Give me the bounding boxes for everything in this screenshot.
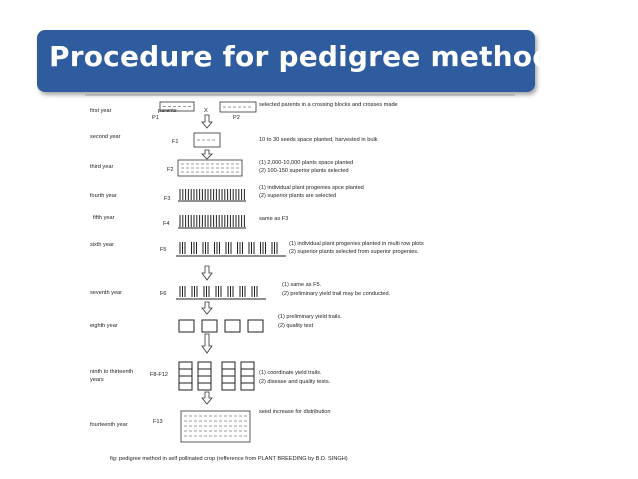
down-arrow-icon: [201, 114, 213, 129]
f1-box: [193, 132, 221, 148]
note-1: selected parents in a crossing blocks an…: [259, 102, 398, 108]
note-8b: (2) quality test: [278, 323, 314, 329]
figure-caption: fig: pedigree method in self pollinated …: [110, 456, 348, 462]
year-label-2: second year: [90, 134, 121, 140]
slide-title: Procedure for pedigree method: [49, 40, 553, 73]
gen-f1: F1: [172, 139, 179, 145]
note-5: same as F3: [259, 216, 288, 222]
year-label-9b: years: [90, 377, 104, 383]
year-label-8: eighth year: [90, 323, 118, 329]
gen-f2: F2: [167, 167, 174, 173]
year-label-10: fourteenth year: [90, 422, 128, 428]
note-10: seed increase for distribution: [259, 409, 331, 415]
down-arrow-icon: [201, 301, 213, 315]
gen-f13: F13: [153, 419, 163, 425]
arrow-icons: [201, 114, 213, 405]
year-label-6: sixth year: [90, 242, 114, 248]
p1-label: P1: [152, 115, 159, 121]
year-label-4: fourth year: [90, 193, 117, 199]
note-7a: (1) same as F5.: [282, 282, 322, 288]
slide-title-bar: Procedure for pedigree method: [37, 30, 552, 92]
f2-box: [177, 159, 243, 177]
cross-symbol: X: [204, 108, 208, 114]
year-label-3: third year: [90, 164, 113, 170]
seed-increase-box: [180, 410, 251, 443]
parent-box-p1: [159, 101, 195, 112]
gen-f5: F5: [160, 247, 167, 253]
year-label-9: ninth to thirteenth: [90, 369, 133, 375]
note-2: 10 to 30 seeds space planted, harvested …: [259, 137, 378, 143]
year-label-1: first year: [90, 108, 112, 114]
parent-box-p2: [219, 101, 257, 113]
coordinated-trial-plots: [178, 361, 255, 391]
gen-f4: F4: [163, 221, 170, 227]
year-label-5: fifth year: [93, 215, 115, 221]
note-4a: (1) individual plant progenies spce plan…: [259, 185, 364, 191]
note-6a: (1) individual plant progenies planted i…: [289, 241, 424, 247]
down-arrow-icon: [201, 391, 213, 405]
year-label-7: seventh year: [90, 290, 122, 296]
note-9a: (1) coordinate yield trails.: [259, 370, 322, 376]
gen-f6: F6: [160, 291, 167, 297]
down-arrow-icon: [201, 149, 213, 160]
note-6b: (2) superior plants selected from superi…: [289, 249, 419, 255]
progeny-rows: [179, 189, 278, 297]
note-7b: (2) preliminary yield trail may be condu…: [282, 291, 391, 297]
note-3a: (1) 2,000-10,000 plants space planted: [259, 160, 353, 166]
note-8a: (1) preliminary yield trails.: [278, 314, 342, 320]
yield-trial-plots: [178, 319, 264, 333]
gen-f8-f12: F8-F12: [150, 372, 168, 378]
down-arrow-icon: [201, 333, 213, 354]
down-arrow-icon: [201, 265, 213, 281]
note-3b: (2) 100-150 superior plants selected: [259, 168, 349, 174]
p2-label: P2: [233, 115, 240, 121]
note-9b: (2) disease and quality tests.: [259, 379, 331, 385]
note-4b: (2) superior plants are selected: [259, 193, 336, 199]
gen-f3: F3: [164, 196, 171, 202]
